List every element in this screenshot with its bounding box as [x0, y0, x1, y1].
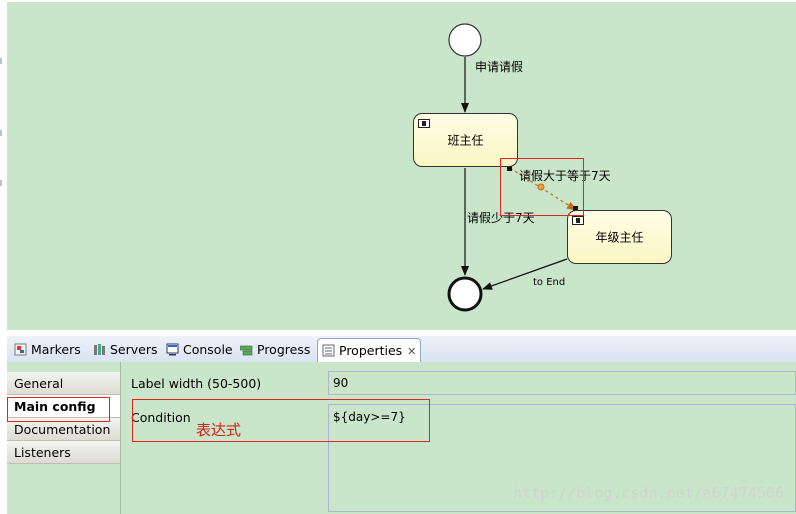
- console-icon: [166, 340, 179, 356]
- sidebar-item-general[interactable]: General: [7, 372, 120, 395]
- label-width-label: Label width (50-500): [131, 376, 262, 391]
- watermark: http://blog.csdn.net/a67474506: [513, 484, 784, 502]
- start-event[interactable]: [448, 23, 482, 57]
- tab-label: Servers: [110, 342, 158, 357]
- flow-label-lt7: 请假少于7天: [467, 211, 535, 225]
- sidebar-item-main-config[interactable]: Main config: [7, 395, 120, 418]
- sidebar-divider: [120, 362, 121, 514]
- sidebar-item-documentation[interactable]: Documentation: [7, 418, 120, 441]
- servers-icon: [93, 340, 106, 355]
- views-tab-bar: Markers Servers Console Progress Propert…: [7, 336, 796, 363]
- tab-label: Console: [183, 342, 233, 357]
- task-label: 班主任: [447, 133, 484, 148]
- label-width-input[interactable]: 90: [328, 371, 796, 395]
- flow-label-ge7: 请假大于等于7天: [519, 169, 611, 183]
- left-edge: [0, 0, 7, 514]
- progress-icon: [239, 340, 253, 356]
- task-label: 年级主任: [595, 230, 644, 245]
- condition-label: Condition: [131, 410, 191, 425]
- end-event[interactable]: [447, 276, 483, 312]
- selection-handle[interactable]: [507, 166, 512, 171]
- annotation-expression: 表达式: [196, 421, 242, 439]
- task-grade-director[interactable]: 年级主任: [567, 210, 672, 264]
- flow-task2-to-end[interactable]: [482, 258, 568, 290]
- edge-mark: [0, 58, 2, 64]
- tab-label: Properties: [339, 343, 403, 358]
- close-icon[interactable]: ✕: [407, 345, 417, 358]
- tab-progress[interactable]: Progress: [239, 338, 311, 362]
- highlight-box-flow: [500, 158, 584, 216]
- flow-task1-to-task2[interactable]: [509, 167, 577, 211]
- user-task-icon: [418, 119, 430, 128]
- condition-textarea[interactable]: ${day>=7}: [328, 404, 796, 512]
- properties-icon: [322, 341, 335, 357]
- flow-label-to-end: to End: [533, 277, 566, 288]
- diagram-connections: [447, 23, 578, 312]
- edge-mark: [0, 180, 2, 186]
- tab-markers[interactable]: Markers: [14, 338, 81, 362]
- sidebar-item-listeners[interactable]: Listeners: [7, 441, 120, 464]
- flow-label-apply: 申请请假: [475, 60, 524, 74]
- selection-midpoint-handle[interactable]: [537, 183, 545, 191]
- selection-handle[interactable]: [573, 206, 578, 211]
- user-task-icon: [572, 216, 584, 225]
- properties-sidebar: General Main config Documentation Listen…: [7, 372, 120, 464]
- tab-label: Markers: [31, 342, 81, 357]
- highlight-box-condition: [132, 399, 430, 442]
- tab-properties[interactable]: Properties ✕: [317, 338, 422, 363]
- tab-label: Progress: [257, 342, 311, 357]
- tab-console[interactable]: Console: [166, 338, 233, 362]
- edge-mark: [0, 130, 2, 136]
- process-diagram-canvas[interactable]: 班主任 年级主任 申请请假 请假大于等于7天 请假少于7天 to End: [7, 2, 796, 330]
- markers-icon: [14, 340, 27, 356]
- highlight-box-main-config: [7, 397, 110, 422]
- properties-panel: General Main config Documentation Listen…: [7, 362, 796, 514]
- tab-servers[interactable]: Servers: [93, 338, 158, 362]
